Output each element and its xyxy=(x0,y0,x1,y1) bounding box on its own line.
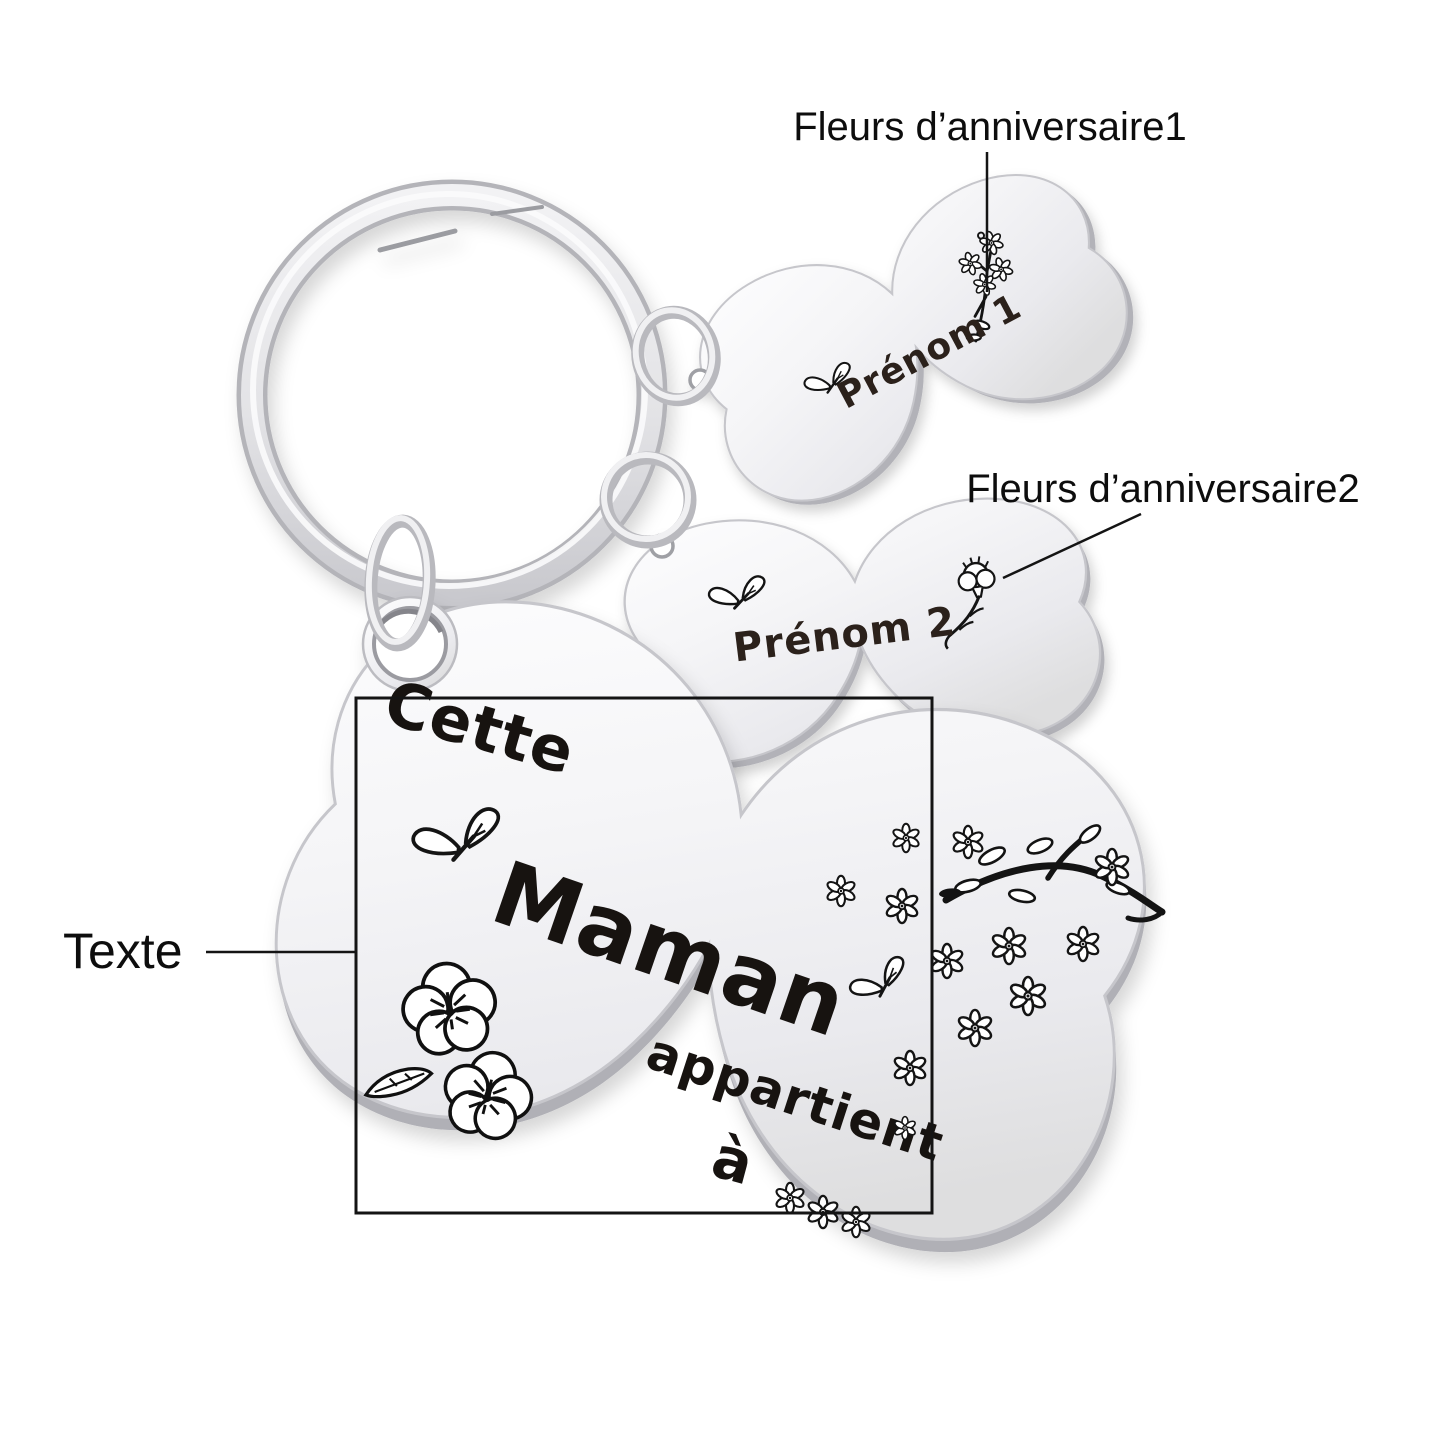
texte-label: Texte xyxy=(63,923,183,979)
callout2-label: Fleurs d’anniversaire2 xyxy=(966,467,1360,511)
leaf-filled xyxy=(939,888,961,898)
callout2-leader-line xyxy=(1002,512,1142,580)
birth-flower-bouquet-icon xyxy=(955,227,1017,343)
split-ring-gap xyxy=(490,205,544,216)
key-ring xyxy=(236,179,668,611)
annotation-overlay: Fleurs d’anniversaire1 Fleurs d’annivers… xyxy=(63,105,1360,1215)
key-ring-highlight xyxy=(250,191,648,589)
pendant-hole-shadow xyxy=(375,608,444,634)
word-a: à xyxy=(705,1123,761,1199)
split-ring-wire-end xyxy=(377,228,458,253)
pansy-leaf-icon xyxy=(363,1067,434,1099)
texte-zone-box xyxy=(354,696,934,1215)
jump-ring-2 xyxy=(599,451,697,549)
jump-ring-1 xyxy=(631,305,721,407)
jump-ring-3 xyxy=(364,514,436,652)
callout1-label: Fleurs d’anniversaire1 xyxy=(793,105,1187,149)
leaf-branch-icon xyxy=(939,824,1166,923)
pansy-flower-icon xyxy=(363,955,543,1147)
carnation-flower-icon xyxy=(944,556,996,650)
